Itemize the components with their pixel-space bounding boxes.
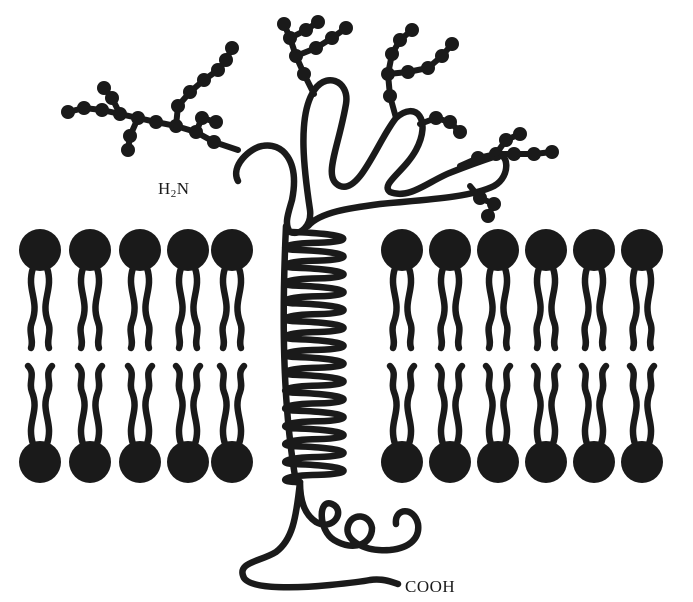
- lipid-upper: [525, 229, 567, 348]
- lipid-lower: [621, 366, 663, 483]
- lipid-upper: [477, 229, 519, 348]
- glycan-right-low: [420, 111, 467, 139]
- lipid-lower: [119, 366, 161, 483]
- lipid-upper: [119, 229, 161, 348]
- lipid-upper: [381, 229, 423, 348]
- lipid-upper: [429, 229, 471, 348]
- lipid-upper: [69, 229, 111, 348]
- protein-chain: [236, 80, 506, 587]
- glycan-top-twig: [290, 15, 325, 38]
- lipid-upper: [211, 229, 253, 348]
- n-terminus-label: H2N: [158, 179, 190, 200]
- intracellular-tail: [242, 482, 418, 587]
- lipid-lower: [429, 366, 471, 483]
- transmembrane-helix: [284, 226, 344, 482]
- lipid-bilayer: [19, 229, 663, 483]
- helix-coil: [285, 232, 343, 482]
- c-terminus-label: COOH: [405, 577, 455, 597]
- lipid-upper: [621, 229, 663, 348]
- lipid-upper: [19, 229, 61, 348]
- lipid-upper: [573, 229, 615, 348]
- lipid-lower: [525, 366, 567, 483]
- lipid-lower: [573, 366, 615, 483]
- lipid-lower: [211, 366, 253, 483]
- lipid-lower: [381, 366, 423, 483]
- lipid-lower: [477, 366, 519, 483]
- lipid-lower: [167, 366, 209, 483]
- lipid-upper: [167, 229, 209, 348]
- extracellular-domain: [236, 80, 506, 233]
- glycan-far-right: [460, 145, 559, 166]
- glycan-left-fork: [195, 111, 223, 132]
- lipid-lower: [69, 366, 111, 483]
- lipid-lower: [19, 366, 61, 483]
- glycan-left-drop: [121, 118, 138, 157]
